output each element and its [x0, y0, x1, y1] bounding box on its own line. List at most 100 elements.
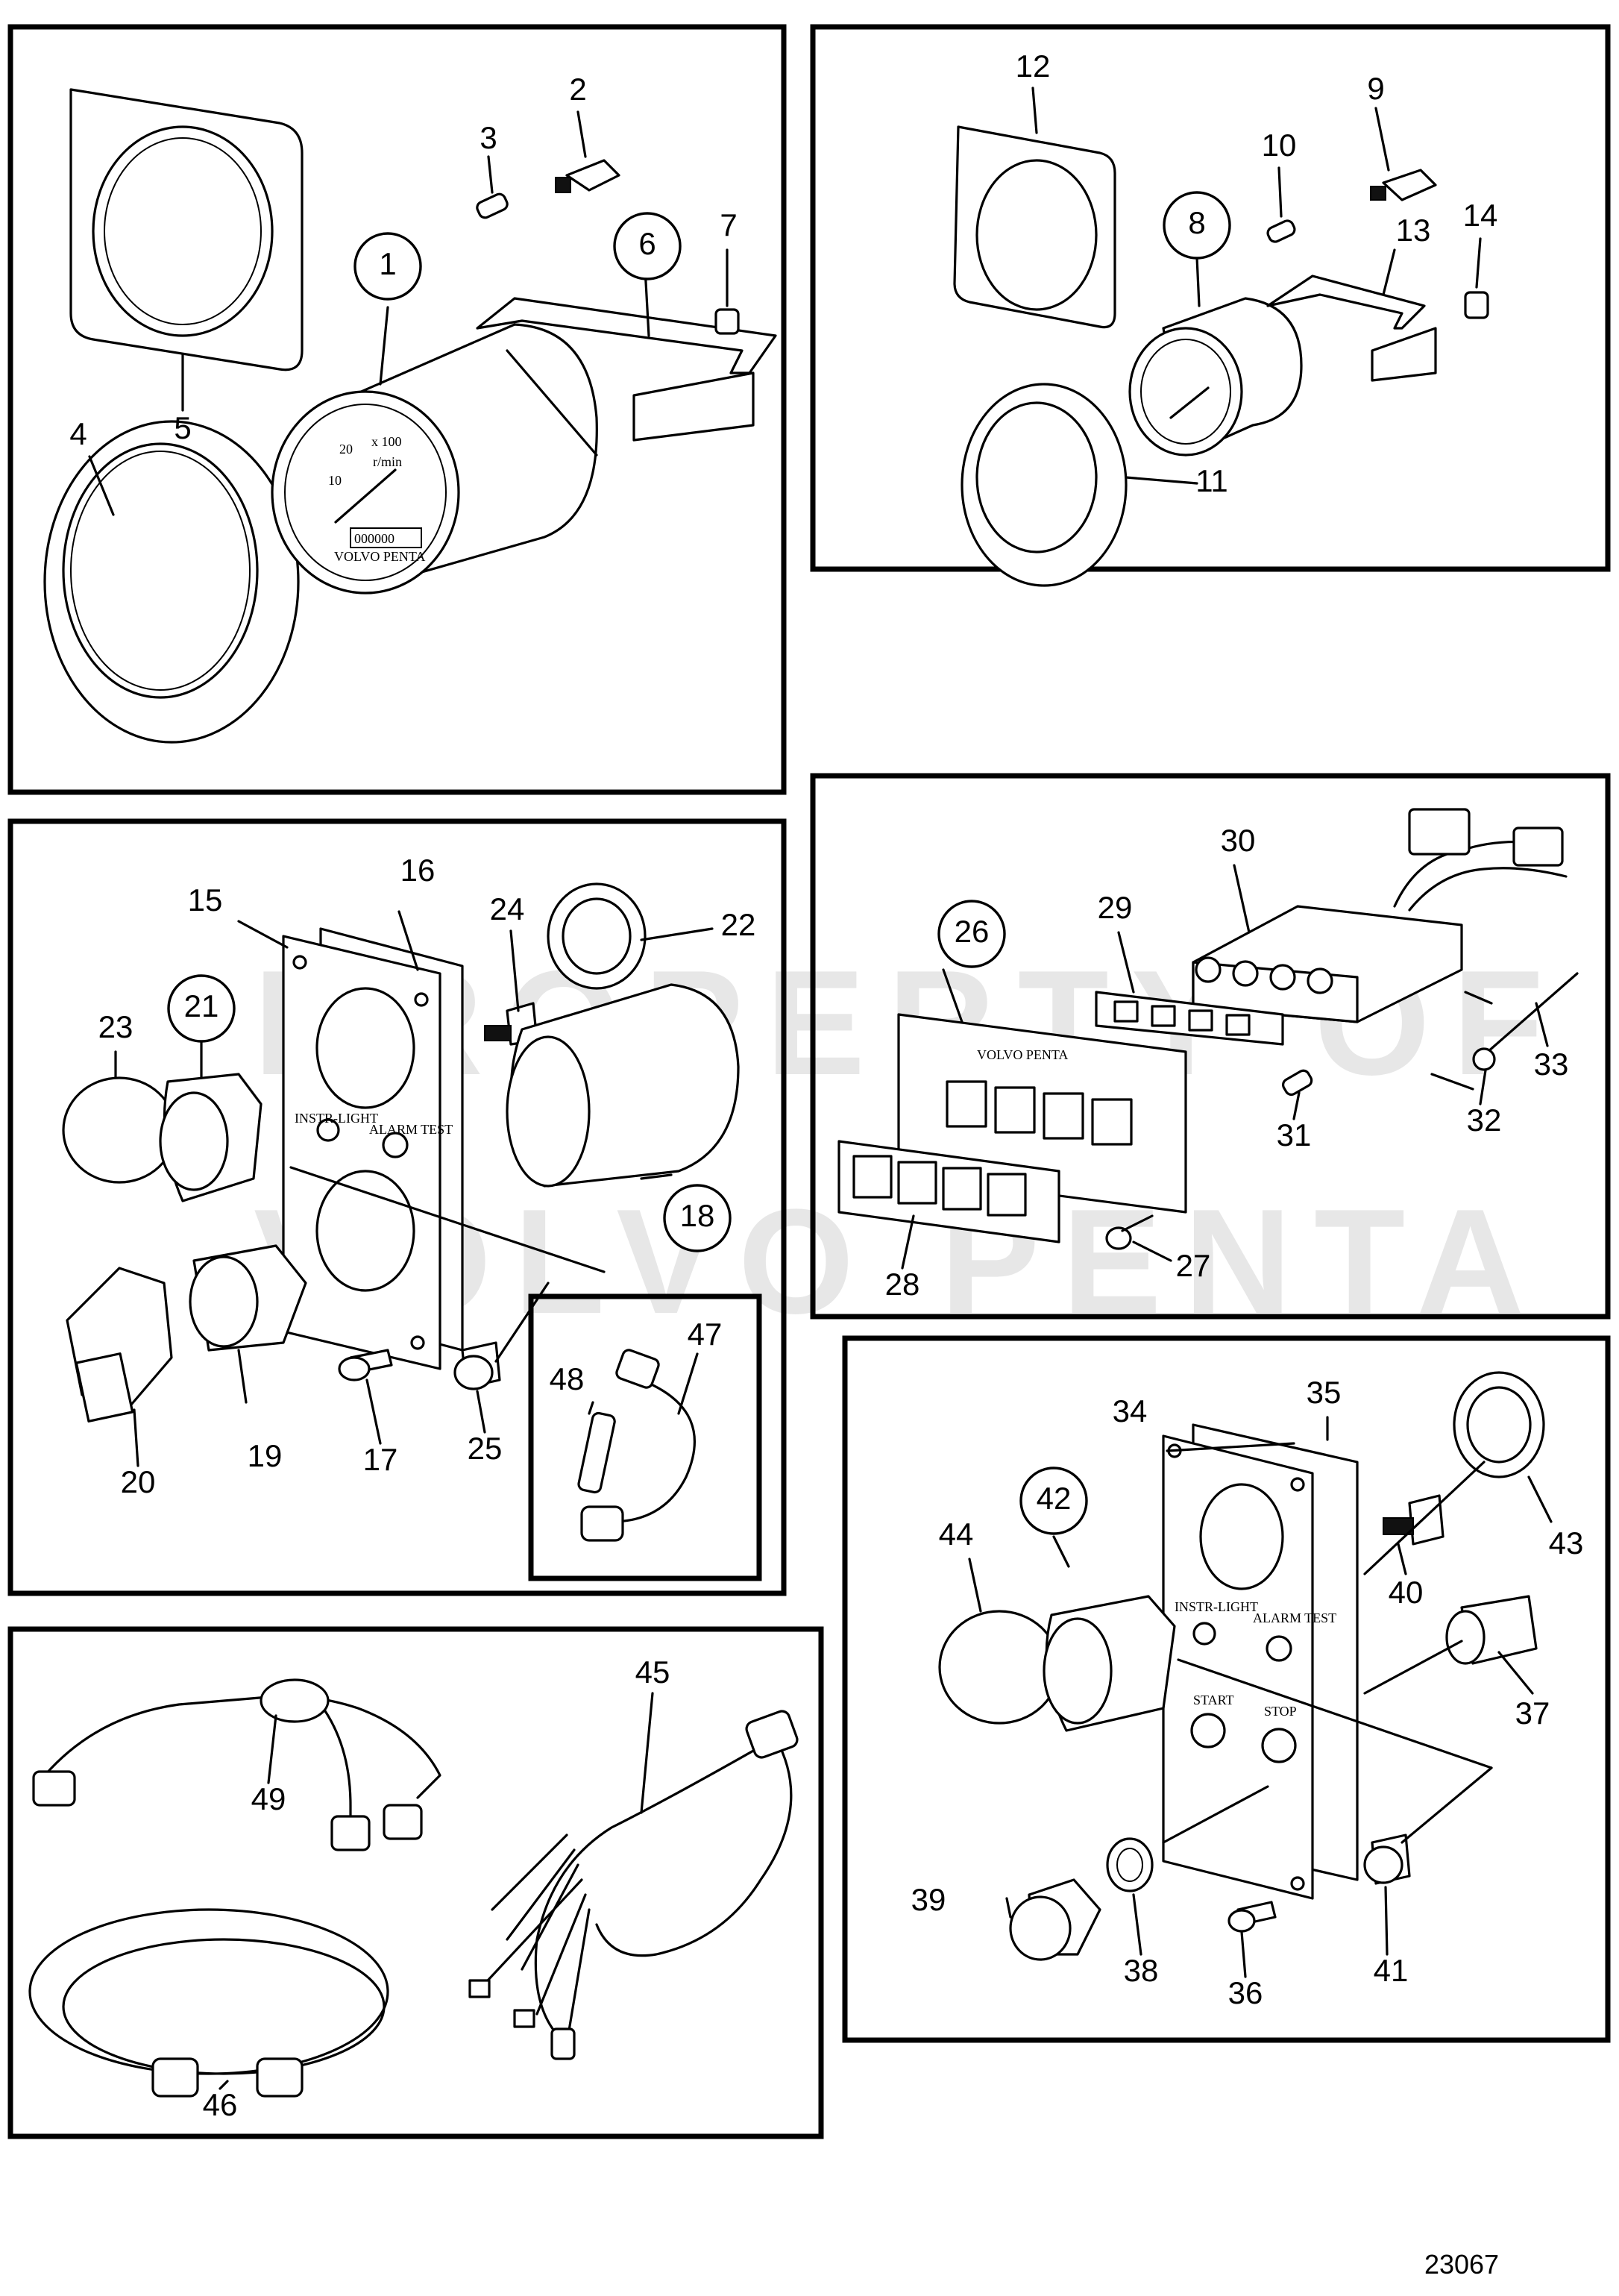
extension-cable-loop-1: [28, 1908, 389, 2075]
part-label-18: 18: [680, 1198, 715, 1233]
part-label-17: 17: [363, 1442, 398, 1477]
part-label-28: 28: [885, 1267, 920, 1302]
panel-frame-harnesses: [7, 1626, 824, 2139]
extension-plug-2: [256, 2057, 304, 2098]
start-toggle-switch: [1408, 1494, 1444, 1546]
small-bulb: [1266, 219, 1296, 243]
part-label-13: 13: [1396, 213, 1431, 248]
panel-frame-start-stop-panel: [842, 1335, 1611, 2043]
panel-frame-key-panel: [7, 818, 787, 1596]
part-label-22: 22: [721, 907, 756, 942]
label-alarm-test-1: ALARM TEST: [369, 1122, 453, 1137]
small-bulb-holder: [1382, 169, 1437, 201]
tach-scale-20: 20: [339, 442, 353, 457]
part-label-4: 4: [69, 416, 87, 451]
part-label-8: 8: [1188, 205, 1205, 240]
part-label-48: 48: [550, 1361, 585, 1396]
buzzer-cap: [62, 1076, 177, 1184]
alarm-connector-b: [1512, 827, 1564, 867]
start-stop-panel-assembly: INSTR-LIGHT ALARM TEST START STOP: [938, 1371, 1545, 1961]
small-gauge-bracket: [1266, 275, 1426, 330]
alarm-module-assembly: VOLVO PENTA: [837, 808, 1579, 1250]
part-label-30: 30: [1221, 823, 1256, 858]
harness-plug: [745, 1710, 799, 1759]
panel-frame-alarm-module: [810, 773, 1611, 1320]
cable-inset-contents: [577, 1349, 697, 1542]
part-label-23: 23: [98, 1009, 133, 1044]
part-label-26: 26: [955, 914, 990, 949]
part-label-14: 14: [1463, 198, 1498, 233]
cable-47-plug-bottom: [580, 1505, 624, 1542]
alarm-connector-a: [1408, 808, 1471, 856]
part-label-21: 21: [184, 988, 219, 1023]
part-label-33: 33: [1534, 1047, 1569, 1082]
start-buzzer-cap: [938, 1610, 1060, 1725]
part-label-15: 15: [188, 882, 223, 918]
part-label-40: 40: [1389, 1575, 1424, 1610]
extension-cable-loop-2: [62, 1938, 386, 2075]
key-switch-panel-assembly: INSTR-LIGHT ALARM TEST: [62, 882, 740, 1423]
tach-needle: [334, 468, 397, 524]
y-cable-plug-2: [330, 1815, 371, 1851]
bulb-holder: [565, 159, 620, 192]
y-cable: [43, 1695, 441, 1799]
part-label-42: 42: [1037, 1481, 1072, 1516]
part-label-43: 43: [1549, 1525, 1584, 1561]
part-label-44: 44: [939, 1516, 974, 1552]
tach-hour-counter-box: [350, 527, 422, 548]
part-label-6: 6: [638, 226, 656, 261]
bracket-nut: [714, 308, 740, 335]
part-labels: 1 2 3 4 5 6 7 8 9 10 11 12 13 14 15 16 1…: [69, 48, 1583, 2122]
part-label-38: 38: [1124, 1953, 1159, 1988]
tach-unit: r/min: [373, 454, 402, 469]
leaders-panel-3: [114, 910, 714, 1467]
figure-reference: 23067: [1424, 2249, 1499, 2280]
washer: [1472, 1047, 1496, 1071]
sleeve-48: [577, 1411, 616, 1494]
long-screw: [1486, 972, 1579, 1053]
leaders-panel-5: [968, 1416, 1553, 1978]
plate-hole-lower: [315, 1170, 415, 1292]
part-label-36: 36: [1228, 1975, 1263, 2010]
part-label-41: 41: [1374, 1953, 1409, 1988]
harness-leads: [476, 1834, 591, 2045]
cable-47-plug-top: [615, 1349, 660, 1389]
part-label-32: 32: [1467, 1102, 1502, 1138]
leaders-panel-6: [219, 1692, 654, 2090]
part-label-25: 25: [468, 1431, 503, 1466]
label-start: START: [1193, 1693, 1233, 1707]
part-label-16: 16: [400, 853, 436, 888]
label-alarm-test-2: ALARM TEST: [1253, 1610, 1336, 1625]
label-instr-light-1: INSTR-LIGHT: [295, 1111, 378, 1126]
tach-scale-10: 10: [328, 473, 342, 488]
tach-brand: VOLVO PENTA: [334, 549, 425, 564]
part-label-3: 3: [480, 120, 497, 155]
part-label-29: 29: [1098, 890, 1133, 925]
part-label-12: 12: [1016, 48, 1051, 84]
plate-hole-upper: [315, 987, 415, 1109]
part-label-10: 10: [1262, 128, 1297, 163]
part-label-9: 9: [1367, 71, 1384, 106]
y-splitter: [260, 1678, 330, 1723]
tach-hour-counter: 000000: [354, 531, 394, 546]
leaders-panel-4: [901, 864, 1549, 1270]
part-label-7: 7: [720, 207, 737, 242]
part-label-35: 35: [1307, 1375, 1342, 1410]
part-label-39: 39: [911, 1882, 946, 1917]
panel-frame-small-gauge: [810, 24, 1611, 572]
part-label-37: 37: [1515, 1696, 1550, 1731]
callout-circles: [167, 191, 1231, 1535]
part-label-11: 11: [1195, 463, 1228, 498]
small-bracket-nut: [1464, 291, 1489, 319]
tachometer-assembly: 20 10 x 100 r/min 000000 VOLVO PENTA: [43, 88, 777, 744]
button-washer: [1106, 1837, 1154, 1892]
part-label-45: 45: [635, 1654, 670, 1690]
panel-frame-cable-inset: [528, 1293, 762, 1581]
part-label-27: 27: [1176, 1248, 1211, 1283]
small-gauge-assembly: [953, 125, 1489, 587]
mounting-bracket: [476, 297, 777, 374]
alarm-bulb: [1282, 1069, 1313, 1097]
tach-multiplier: x 100: [371, 434, 402, 449]
label-stop: STOP: [1264, 1704, 1297, 1719]
